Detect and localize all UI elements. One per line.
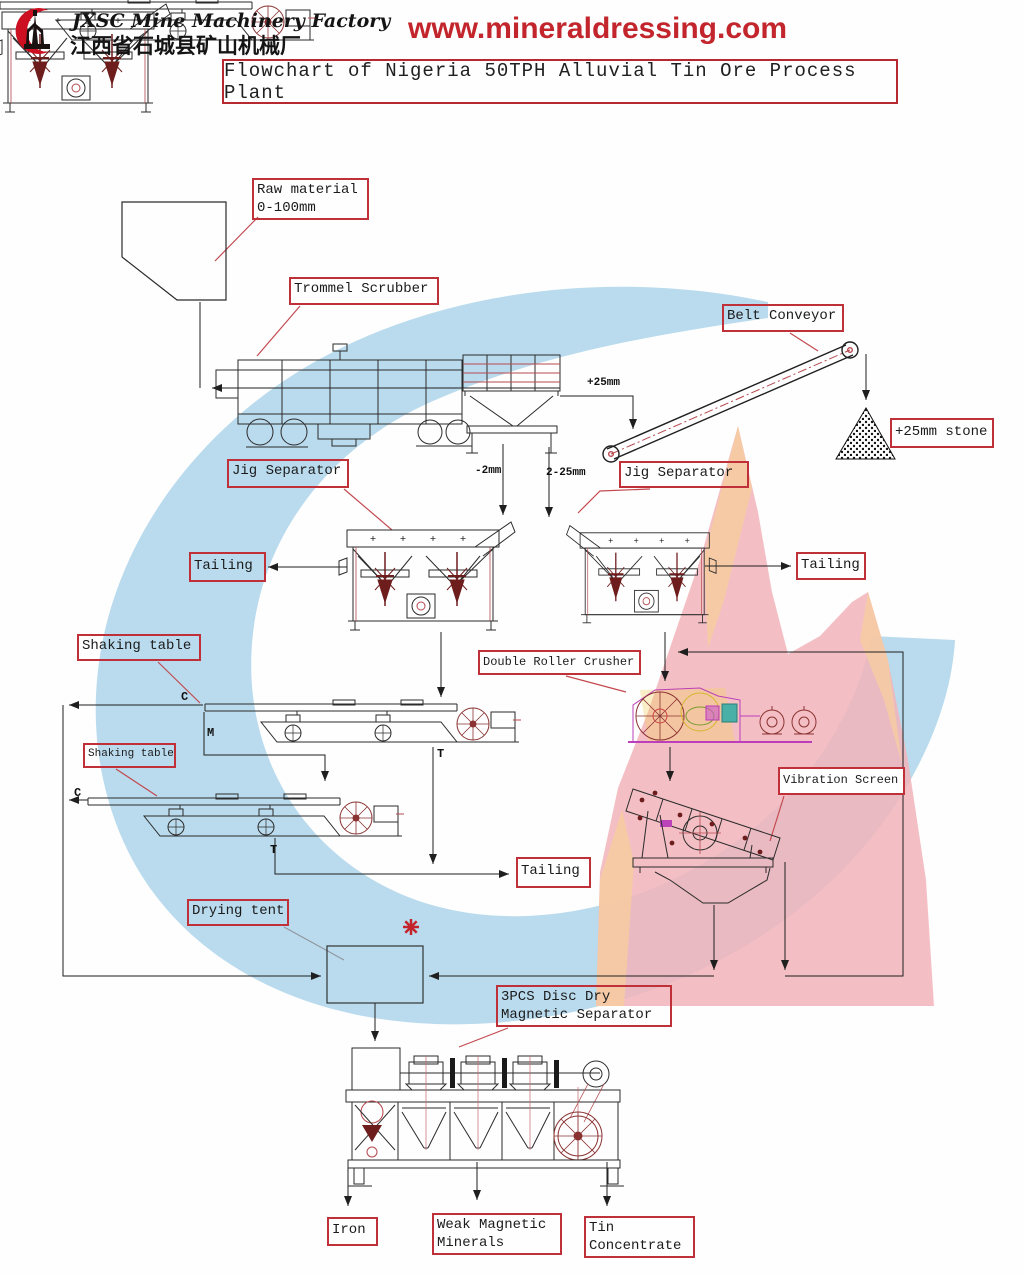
tin-concentrate-label: Tin Concentrate: [584, 1216, 695, 1259]
belt-conveyor-drawing: [602, 341, 859, 463]
table1-tailing-letter: T: [437, 747, 445, 761]
raw-material-label: Raw material 0-100mm: [252, 178, 369, 221]
factory-name-chinese: 江西省石城县矿山机械厂: [70, 34, 301, 58]
jig-separator-right-label: Jig Separator: [619, 461, 749, 488]
vibration-screen-label: Vibration Screen: [778, 767, 905, 795]
drying-tent-shape: [326, 945, 424, 1004]
table2-tailing-letter: T: [270, 843, 278, 857]
jig-separator-right-drawing: [565, 524, 717, 624]
trommel-scrubber-label: Trommel Scrubber: [289, 277, 439, 305]
tailing-tables-label: Tailing: [516, 857, 591, 888]
table1-concentrate-letter: C: [181, 690, 189, 704]
iron-label: Iron: [327, 1217, 378, 1246]
stone-label: +25mm stone: [890, 418, 994, 448]
leader-lines: [115, 216, 819, 1048]
weak-magnetic-minerals-label: Weak Magnetic Minerals: [432, 1213, 562, 1256]
minus2mm-stream-label: -2mm: [475, 465, 502, 477]
page-title: Flowchart of Nigeria 50TPH Alluvial Tin …: [222, 59, 898, 104]
tailing-left-label: Tailing: [189, 552, 266, 582]
vibration-screen-drawing: [625, 788, 781, 904]
flow-lines: [62, 302, 904, 1206]
drying-tent-label: Drying tent: [187, 899, 289, 926]
shaking-table-1-label: Shaking table: [77, 634, 201, 661]
shaking-table-2-drawing: [87, 793, 405, 837]
trommel-scrubber-drawing: [215, 343, 561, 454]
logo-icon: [15, 7, 50, 55]
hopper-shape: [121, 201, 227, 301]
stone-pile-drawing: [835, 407, 896, 460]
table1-middlings-letter: M: [207, 726, 215, 740]
drying-tent-leader: [283, 926, 345, 961]
2-25mm-stream-label: 2-25mm: [546, 467, 586, 479]
tailing-right-label: Tailing: [796, 552, 866, 580]
belt-conveyor-label: Belt Conveyor: [722, 304, 844, 332]
shaking-table-2-label: Shaking table: [83, 743, 176, 768]
jig-separator-left-label: Jig Separator: [227, 459, 349, 488]
watermark-mountain: [596, 426, 934, 1006]
jig-separator-left-drawing: [338, 521, 516, 631]
plus25mm-stream-label: +25mm: [587, 377, 621, 389]
magnetic-separator-drawing: [345, 1047, 624, 1187]
double-roller-crusher-label: Double Roller Crusher: [478, 650, 641, 675]
shaking-table-1-drawing: [204, 699, 522, 743]
table2-concentrate-letter: C: [74, 786, 82, 800]
website-link[interactable]: www.mineraldressing.com: [408, 12, 787, 45]
double-roller-crusher-drawing: [628, 687, 817, 743]
red-star-icon: [403, 919, 419, 935]
factory-name: JXSC Mine Machinery Factory: [72, 10, 391, 32]
magnetic-separator-label: 3PCS Disc Dry Magnetic Separator: [496, 985, 672, 1028]
